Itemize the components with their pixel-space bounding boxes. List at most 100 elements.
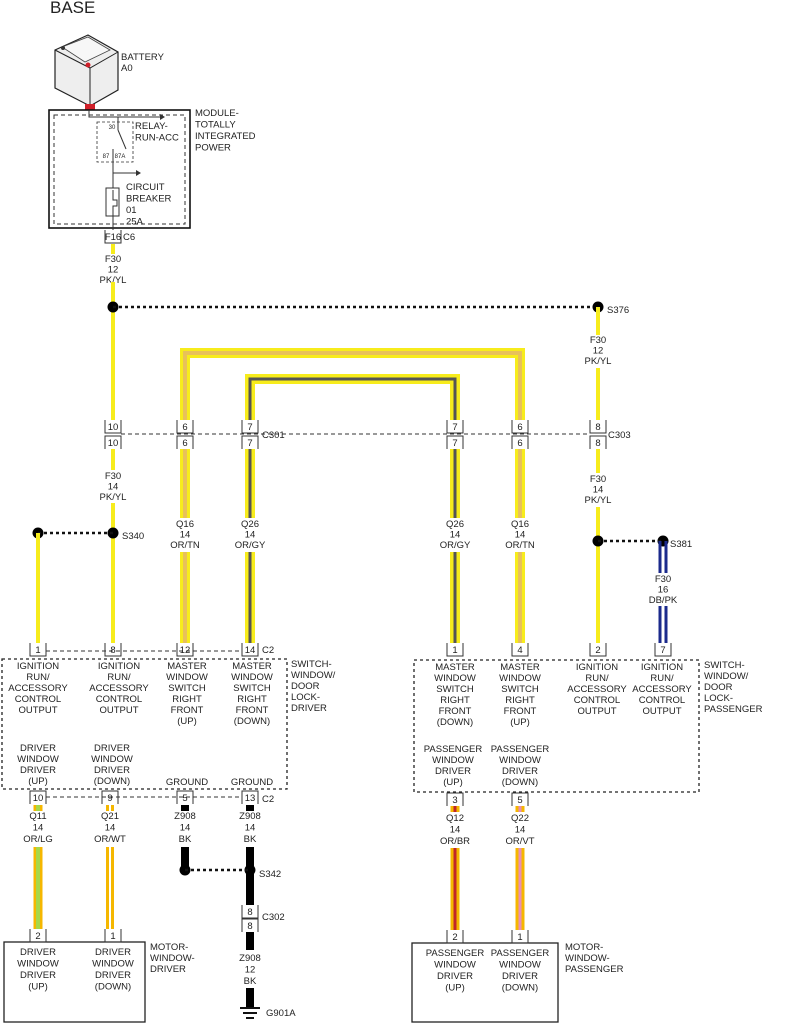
passenger-switch-top-pin-box	[589, 643, 607, 657]
connector-c301-label: C301	[262, 430, 285, 441]
relay-label: RELAY-	[135, 121, 168, 132]
wire-q16_right-label: OR/TN	[505, 540, 535, 551]
motor-driver-box	[3, 941, 146, 1023]
passenger-switch-label: DOOR	[704, 682, 733, 693]
passenger-switch-pin-label: IGNITION	[576, 662, 618, 673]
wire-f30-left-lower-label: F30	[105, 471, 121, 482]
circuit-breaker-label: 25A	[126, 217, 144, 228]
motor-driver-pin-label: DRIVER	[20, 947, 56, 958]
wire-z908_b-label: BK	[244, 834, 257, 845]
passenger-switch-pin-label: WINDOW	[499, 673, 541, 684]
passenger-switch-label: SWITCH-	[704, 660, 745, 671]
motor-passenger-pin-label: PASSENGER	[491, 948, 550, 959]
wire-q26_right-label: OR/GY	[440, 540, 471, 551]
connector-c301-pin: 10	[108, 422, 119, 433]
passenger-switch-label: WINDOW/	[704, 671, 749, 682]
motor-passenger-pin-box	[511, 930, 529, 944]
motor-passenger-pin-label: WINDOW	[434, 960, 476, 971]
driver-switch-pin-label: RUN/	[26, 672, 50, 683]
passenger-switch-pin-label: ACCESSORY	[567, 684, 627, 695]
tipm-label: TOTALLY	[195, 120, 236, 131]
motor-driver-pin: 2	[35, 931, 40, 942]
driver-switch-pin-label: CONTROL	[15, 694, 61, 705]
driver-switch-pin-label: OUTPUT	[99, 705, 138, 716]
driver-switch-top-pin: 8	[110, 645, 115, 656]
driver-switch-bottom-pin: 5	[182, 793, 187, 804]
passenger-switch-pin-label: (DOWN)	[502, 777, 538, 788]
wire-z908-ground-label: Z908	[239, 953, 261, 964]
driver-switch-pin-label: (DOWN)	[94, 776, 130, 787]
wire-f30-left-lower-label: PK/YL	[100, 492, 127, 503]
wire-q12-label: OR/BR	[440, 836, 470, 847]
motor-passenger-pin-label: (UP)	[445, 983, 465, 994]
driver-switch-bottom-pin: 13	[245, 793, 256, 804]
passenger-switch-pin-label: CONTROL	[639, 695, 685, 706]
connector-c302-label: C302	[262, 912, 285, 923]
wire-z908-ground-label: BK	[244, 976, 257, 987]
motor-passenger-label: MOTOR-	[565, 942, 603, 953]
passenger-switch-top-pin: 1	[452, 645, 457, 656]
wire-f30-right-lower-label: 14	[593, 485, 604, 496]
driver-switch-pin-label: (UP)	[28, 776, 48, 787]
wire-q16-loop-stripe	[183, 351, 522, 420]
wire-z908-ground-label: 12	[245, 965, 256, 976]
wire-q11-label: Q11	[29, 811, 46, 822]
driver-switch-pin-label: WINDOW	[17, 754, 59, 765]
wire-q16_left-label: OR/TN	[170, 540, 200, 551]
wire-q26_right-label: Q26	[446, 519, 464, 530]
connector-c302-pin-box	[241, 905, 259, 919]
driver-switch-top-pin-box	[29, 643, 47, 657]
driver-switch-pin-label: FRONT	[171, 705, 204, 716]
connector-c302-pin: 8	[247, 907, 252, 918]
driver-switch-pin-label: RIGHT	[237, 694, 267, 705]
relay-label: RUN-ACC	[135, 133, 179, 144]
connector-c301-pin: 7	[452, 438, 457, 449]
driver-switch-pin-label: FRONT	[236, 705, 269, 716]
driver-switch-pin-label: CONTROL	[96, 694, 142, 705]
connector-c301-pin-box	[446, 420, 464, 434]
wire-z908_a-label: Z908	[174, 811, 196, 822]
connector-c6-pin-box	[104, 230, 122, 244]
driver-switch-pin-label: (DOWN)	[234, 716, 270, 727]
wire-q26_right-label: 14	[450, 530, 461, 541]
wire-q26_left-label: 14	[245, 530, 256, 541]
passenger-switch-top-pin-box	[654, 643, 672, 657]
passenger-switch-pin-label: PASSENGER	[491, 744, 550, 755]
wire-q26-loop	[245, 374, 460, 420]
passenger-switch-pin-label: FRONT	[504, 706, 537, 717]
driver-switch-pin-label: (UP)	[177, 716, 197, 727]
wire-q12-label: 14	[450, 825, 461, 836]
motor-driver-label: WINDOW-	[150, 953, 195, 964]
motor-driver-pin-label: WINDOW	[92, 959, 134, 970]
arrow-icon	[136, 170, 141, 176]
tipm-label: MODULE-	[195, 108, 239, 119]
passenger-switch-bottom-pin-box	[446, 792, 464, 806]
driver-switch-pin-label: GROUND	[166, 777, 208, 788]
wire-f30-right-label: PK/YL	[585, 356, 612, 367]
connector-c6-label: C6	[123, 232, 135, 243]
wire-q16_left-label: 14	[180, 530, 191, 541]
splice-s340-label: S340	[122, 531, 144, 542]
wire-q16_right-label: Q16	[511, 519, 529, 530]
driver-switch-bottom-pin-box	[176, 790, 194, 804]
passenger-switch-pin-label: PASSENGER	[424, 744, 483, 755]
battery-connection	[85, 104, 95, 110]
circuit-breaker-label: BREAKER	[126, 194, 172, 205]
wire-f30-left-lower-label: 14	[108, 482, 119, 493]
motor-passenger-box	[411, 942, 559, 1023]
splice-s381-label: S381	[670, 539, 692, 550]
passenger-switch-top-pin: 4	[517, 645, 522, 656]
motor-passenger-pin: 2	[452, 932, 457, 943]
passenger-switch-pin-label: DRIVER	[435, 766, 471, 777]
wire-f30-main-label: PK/YL	[100, 275, 127, 286]
driver-switch-pin-label: DRIVER	[94, 743, 130, 754]
motor-driver-pin-label: (UP)	[28, 982, 48, 993]
wire-f30-right-label: 12	[593, 346, 604, 357]
wire-q26_left-label: Q26	[241, 519, 259, 530]
passenger-switch-pin-label: SWITCH	[436, 684, 474, 695]
connector-c301-pin: 7	[452, 422, 457, 433]
connector-c301-pin-box	[104, 420, 122, 434]
motor-passenger-pin-box	[446, 930, 464, 944]
driver-switch-pin-label: GROUND	[231, 777, 273, 788]
